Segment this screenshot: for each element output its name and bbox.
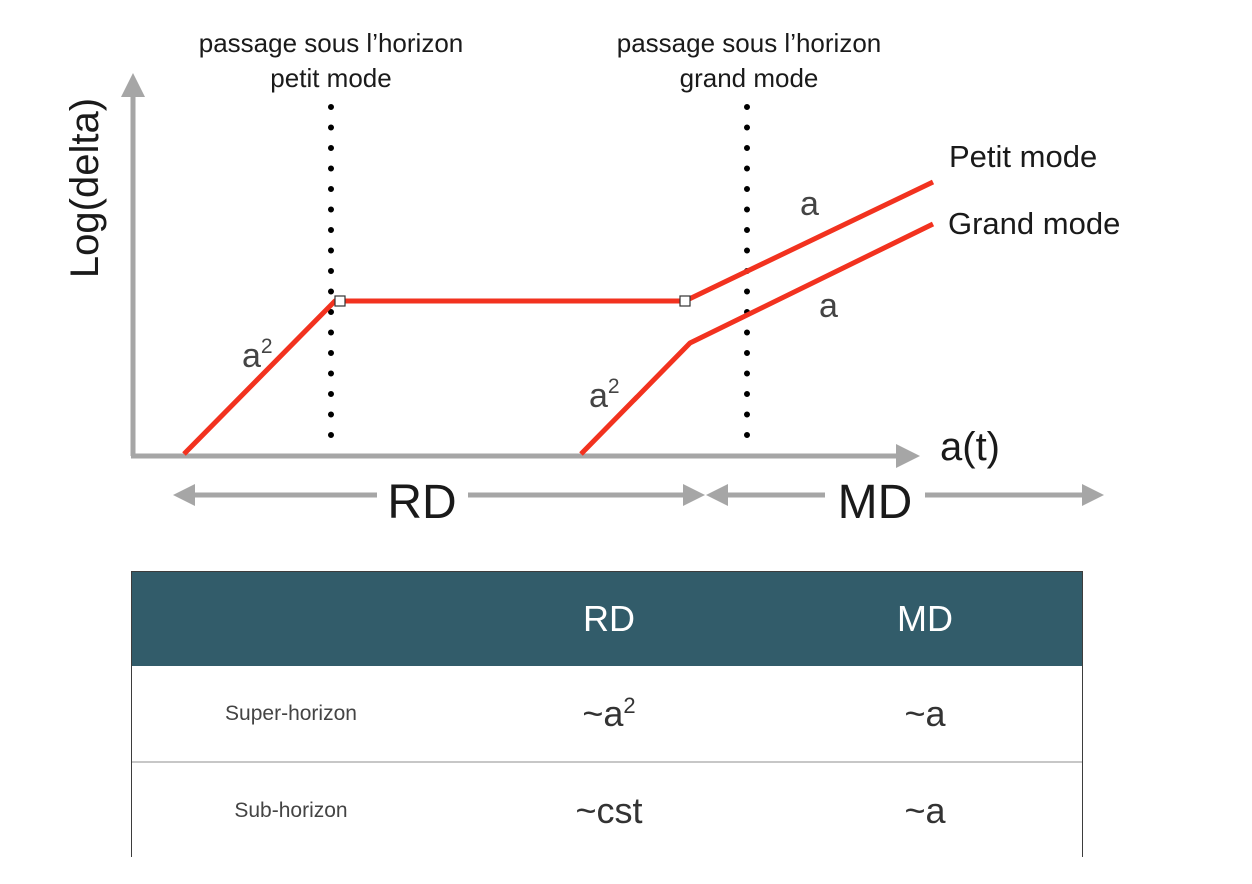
table-row: Super-horizon ~a2 ~a: [132, 666, 1082, 763]
x-axis-arrowhead: [896, 444, 920, 468]
growth-summary-table: RD MD Super-horizon ~a2 ~a Sub-horizon ~…: [131, 571, 1083, 858]
cell-super-horizon-md: ~a: [904, 692, 946, 734]
petit-mode-label: Petit mode: [949, 139, 1097, 174]
y-axis-arrowhead: [121, 73, 145, 97]
grand-mode-label: Grand mode: [948, 206, 1120, 241]
grand-mode-curve: [579, 221, 935, 456]
slope-label-a2-right: a2: [589, 375, 620, 415]
horizon-large-label-line1: passage sous l’horizon: [617, 28, 882, 58]
marker-square-left: [334, 295, 346, 307]
rd-era-arrowhead-left: [173, 484, 195, 506]
slope-label-a-grand: a: [819, 287, 838, 325]
y-axis-label: Log(delta): [63, 98, 107, 278]
md-era-arrowhead-right: [1082, 484, 1104, 506]
table-row: Sub-horizon ~cst ~a: [132, 763, 1082, 858]
cell-sub-horizon-md: ~a: [904, 789, 946, 831]
table-header-row: RD MD: [132, 572, 1082, 666]
row-label-sub-horizon: Sub-horizon: [234, 798, 348, 822]
evolution-diagram: passage sous l’horizon petit mode passag…: [63, 28, 1120, 529]
x-axis-label: a(t): [940, 425, 1000, 469]
header-cell-rd: RD: [583, 598, 635, 639]
horizon-small-label-line1: passage sous l’horizon: [199, 28, 464, 58]
slope-label-a-petit: a: [800, 185, 819, 223]
cell-super-horizon-rd: ~a2: [582, 692, 636, 734]
horizon-large-label-line2: grand mode: [680, 63, 819, 93]
marker-square-right: [679, 295, 691, 307]
horizon-small-label-line2: petit mode: [270, 63, 391, 93]
cell-sub-horizon-rd: ~cst: [575, 789, 643, 831]
row-label-super-horizon: Super-horizon: [225, 701, 357, 725]
md-era-label: MD: [838, 476, 913, 529]
rd-era-label: RD: [387, 476, 456, 529]
header-cell-md: MD: [897, 598, 953, 639]
rd-era-arrowhead-right: [683, 484, 705, 506]
md-era-arrowhead-left: [706, 484, 728, 506]
slope-label-a2-left: a2: [242, 335, 273, 375]
petit-mode-curve: [182, 179, 935, 456]
